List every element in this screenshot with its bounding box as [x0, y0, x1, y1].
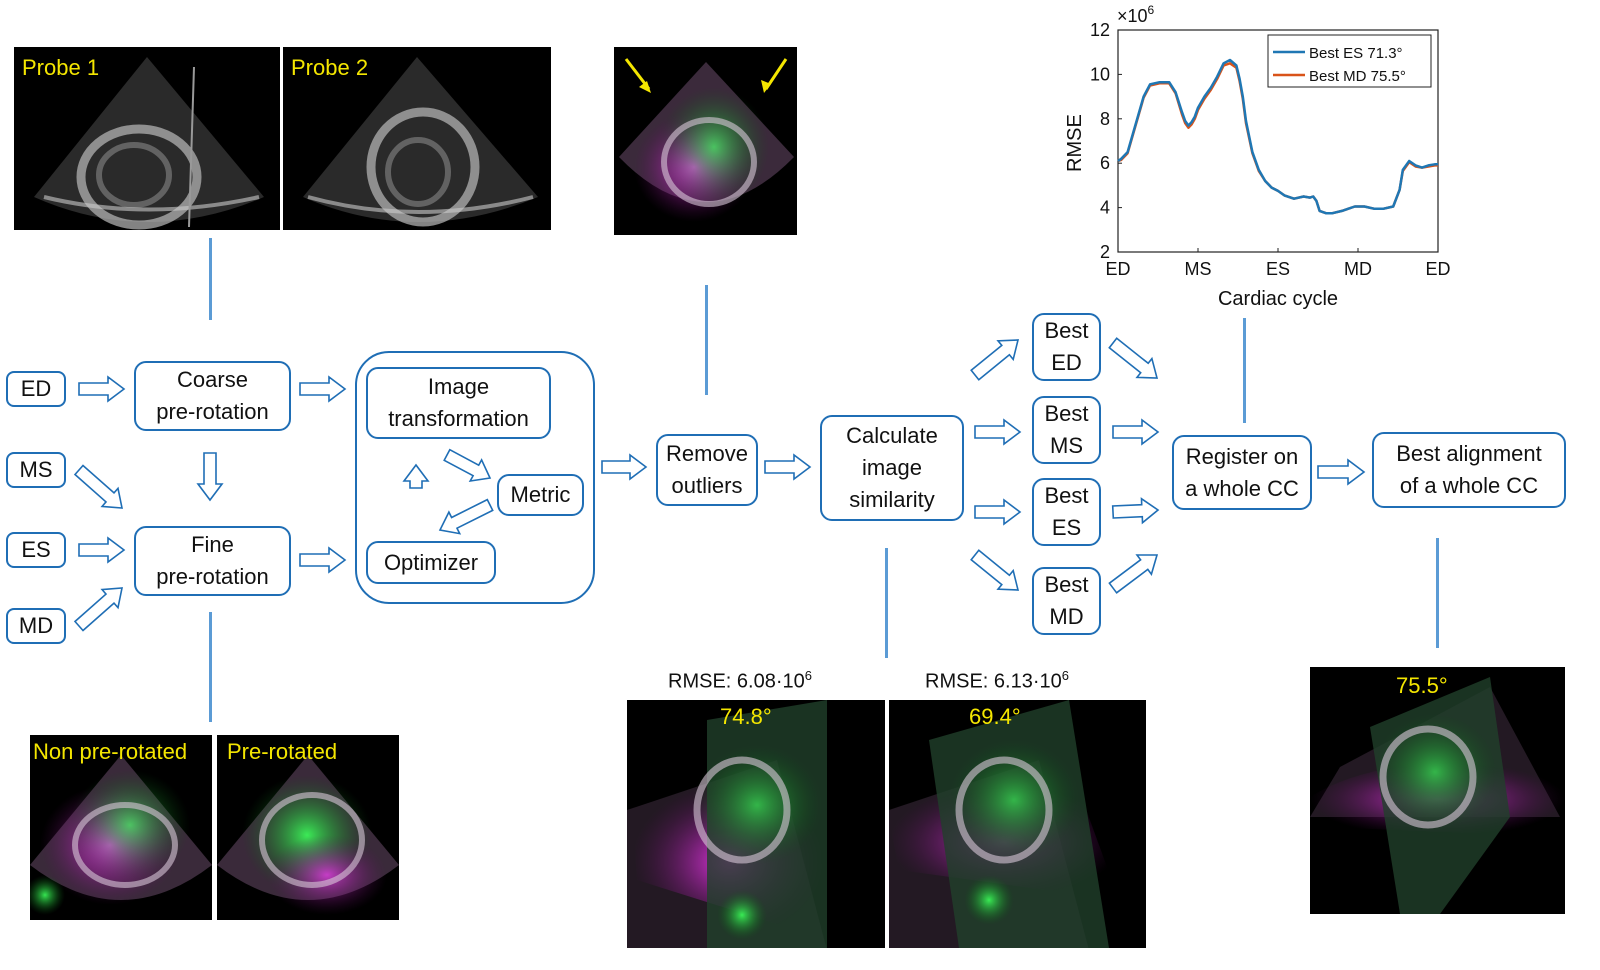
- y-tick-label: 2: [1100, 242, 1110, 262]
- y-tick-label: 10: [1090, 64, 1110, 84]
- arrow-fine-to-loop: [299, 546, 347, 574]
- best-es-box: Best ES: [1032, 478, 1101, 546]
- connector-best-alignment: [1436, 538, 1439, 648]
- rmse-caption-1: RMSE: 6.08·106: [668, 668, 812, 693]
- arrow-to-best-es: [974, 498, 1022, 526]
- chart-legend: Best ES 71.3° Best MD 75.5°: [1267, 34, 1432, 88]
- phase-md: MD: [6, 608, 66, 644]
- x-tick-label: MS: [1185, 259, 1212, 279]
- arrow-loop-to-outliers: [601, 453, 648, 481]
- y-tick-label: 4: [1100, 198, 1110, 218]
- chart-ylabel: RMSE: [1064, 114, 1086, 172]
- x-tick-label: MD: [1344, 259, 1372, 279]
- best-md-box: Best MD: [1032, 567, 1101, 635]
- x-tick-label: ED: [1425, 259, 1450, 279]
- arrow-best-ed-to-register: [1108, 337, 1159, 379]
- non-pre-rotated-image: Non pre-rotated: [30, 735, 212, 920]
- non-pre-rotated-label: Non pre-rotated: [33, 739, 188, 764]
- probe2-image: Probe 2: [283, 47, 551, 230]
- arrow-to-best-ms: [974, 418, 1022, 446]
- y-tick-label: 12: [1090, 20, 1110, 40]
- pre-rotated-label: Pre-rotated: [227, 739, 338, 764]
- probe1-label: Probe 1: [22, 55, 100, 80]
- optimizer-box: Optimizer: [366, 541, 496, 584]
- final-angle: 75.5°: [1396, 673, 1448, 698]
- chart-multiplier: ×106: [1117, 3, 1155, 26]
- best-ms-box: Best MS: [1032, 396, 1101, 464]
- metric-box: Metric: [497, 474, 584, 516]
- final-alignment-image: 75.5°: [1310, 667, 1565, 914]
- arrow-coarse-to-fine: [196, 452, 224, 502]
- coarse-pre-rotation-box: Coarse pre-rotation: [134, 361, 291, 431]
- connector-overlay-top: [705, 285, 708, 395]
- register-whole-cc-box: Register on a whole CC: [1172, 435, 1312, 510]
- probe1-image: Probe 1: [14, 47, 280, 230]
- arrow-to-best-md: [970, 549, 1020, 591]
- arrow-best-ms-to-register: [1112, 418, 1160, 446]
- pre-rotated-image: Pre-rotated: [217, 735, 399, 920]
- best-alignment-box: Best alignment of a whole CC: [1372, 432, 1566, 508]
- image-transformation-box: Image transformation: [366, 367, 551, 439]
- calculate-similarity-box: Calculate image similarity: [820, 415, 964, 521]
- arrow-ms-to-fine: [73, 464, 123, 509]
- chart-xlabel: Cardiac cycle: [1218, 288, 1338, 310]
- phase-ms: MS: [6, 452, 66, 488]
- arrow-to-best-ed: [970, 339, 1020, 381]
- best-ed-box: Best ED: [1032, 313, 1101, 381]
- x-tick-label: ED: [1105, 259, 1130, 279]
- rmse-caption-2: RMSE: 6.13·106: [925, 668, 1069, 693]
- connector-chart: [1243, 318, 1246, 423]
- arrow-es-to-fine: [78, 536, 126, 564]
- arrow-outliers-to-similarity: [764, 453, 812, 481]
- result-angle-2: 69.4°: [969, 704, 1021, 729]
- x-tick-label: ES: [1266, 259, 1290, 279]
- series-line-best-es: [1117, 58, 1438, 215]
- result-angle-1: 74.8°: [720, 704, 772, 729]
- remove-outliers-box: Remove outliers: [656, 434, 758, 506]
- probe2-label: Probe 2: [291, 55, 369, 80]
- phase-es: ES: [6, 532, 66, 568]
- arrow-best-md-to-register: [1108, 554, 1159, 594]
- connector-probes: [209, 238, 212, 320]
- fine-pre-rotation-box: Fine pre-rotation: [134, 526, 291, 596]
- arrow-register-to-best-alignment: [1317, 458, 1366, 486]
- arrow-best-es-to-register: [1111, 497, 1160, 525]
- y-tick-label: 8: [1100, 109, 1110, 129]
- result-image-2: 69.4°: [889, 700, 1146, 948]
- arrow-coarse-to-loop: [299, 375, 347, 403]
- legend-series-es: Best ES 71.3°: [1309, 45, 1403, 62]
- arrow-md-to-fine: [73, 587, 123, 632]
- connector-similarity: [885, 548, 888, 658]
- result-image-1: 74.8°: [627, 700, 885, 948]
- legend-series-md: Best MD 75.5°: [1309, 68, 1406, 85]
- connector-fine: [209, 612, 212, 722]
- phase-ed: ED: [6, 371, 66, 407]
- arrow-ed-to-coarse: [78, 375, 126, 403]
- y-tick-label: 6: [1100, 153, 1110, 173]
- overlay-image-top: [614, 47, 797, 235]
